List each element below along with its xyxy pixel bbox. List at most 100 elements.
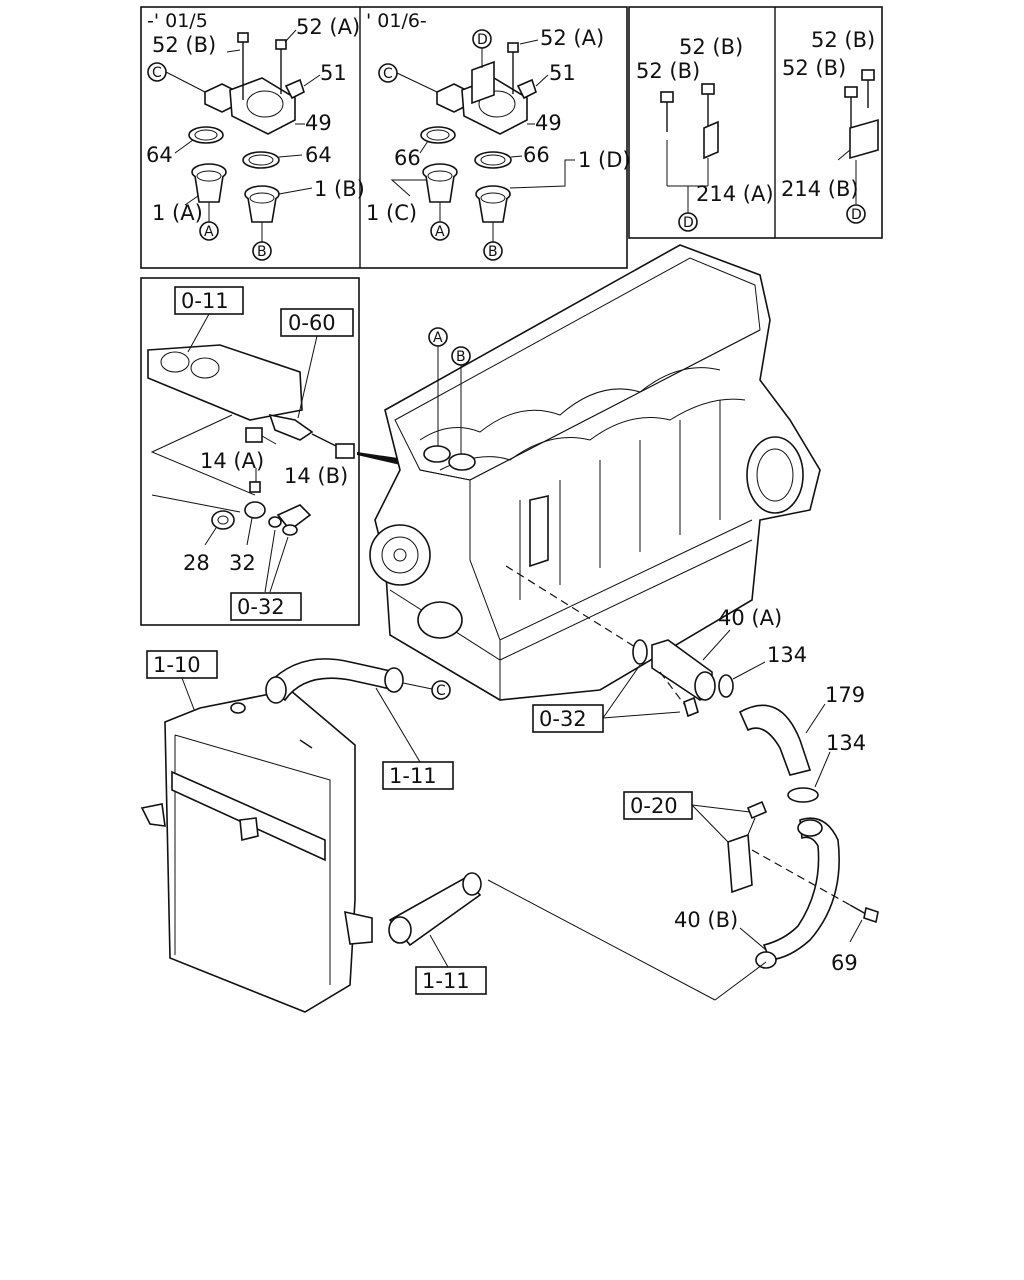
svg-text:A: A bbox=[204, 224, 214, 240]
circle-d-marker-214a: D bbox=[678, 212, 698, 232]
label-64-right: 64 bbox=[305, 143, 332, 167]
label-52b-r4: 52 (B) bbox=[782, 56, 846, 80]
thermostat-housing-drawing-late bbox=[396, 39, 549, 135]
engine-block bbox=[369, 244, 821, 701]
thermostat-1b bbox=[244, 185, 313, 242]
thermostat-1c bbox=[390, 163, 458, 222]
upper-radiator-hose bbox=[265, 658, 433, 763]
label-66-right: 66 bbox=[523, 143, 550, 167]
circle-d-marker-late: D bbox=[472, 29, 492, 49]
svg-text:C: C bbox=[383, 66, 393, 82]
water-outlet-40a bbox=[505, 565, 731, 718]
bolt-69 bbox=[849, 904, 879, 943]
banjo-bolt bbox=[268, 504, 312, 536]
svg-text:0-20: 0-20 bbox=[630, 794, 678, 818]
svg-text:D: D bbox=[683, 215, 694, 231]
label-66-left: 66 bbox=[394, 146, 421, 170]
label-134-upper: 134 bbox=[767, 643, 807, 667]
label-52a: 52 (A) bbox=[296, 15, 360, 39]
hose-179 bbox=[738, 703, 826, 776]
svg-text:0-11: 0-11 bbox=[181, 289, 229, 313]
plug-14a bbox=[249, 481, 261, 493]
inset-bracket-frame bbox=[628, 6, 883, 239]
label-52b-r3: 52 (B) bbox=[811, 28, 875, 52]
svg-text:1-10: 1-10 bbox=[153, 653, 201, 677]
clamp-134-upper bbox=[718, 661, 766, 698]
leader-28 bbox=[151, 494, 241, 513]
circle-b-marker: B bbox=[252, 241, 272, 261]
svg-text:C: C bbox=[436, 683, 446, 699]
inset-thermostat-panels: -' 01/5 52 (A) 52 (B) 51 49 64 64 1 (B) … bbox=[140, 6, 631, 269]
label-40a: 40 (A) bbox=[718, 606, 782, 630]
circle-d-marker-214b: D bbox=[846, 204, 866, 224]
label-1d: 1 (D) bbox=[578, 148, 631, 172]
clamp-134-lower bbox=[787, 751, 831, 803]
label-134-lower: 134 bbox=[826, 731, 866, 755]
svg-text:D: D bbox=[851, 207, 862, 223]
svg-text:0-60: 0-60 bbox=[288, 311, 336, 335]
bolt-pair-214a bbox=[660, 83, 719, 213]
ref-box-0-20: 0-20 bbox=[623, 791, 751, 843]
svg-text:D: D bbox=[477, 32, 488, 48]
circle-a-marker-late: A bbox=[430, 221, 450, 241]
svg-text:B: B bbox=[488, 244, 498, 260]
label-28: 28 bbox=[183, 551, 210, 575]
radiator bbox=[140, 689, 373, 1013]
label-32: 32 bbox=[229, 551, 256, 575]
ref-box-1-11-lower: 1-11 bbox=[415, 966, 487, 995]
range-label-early: -' 01/5 bbox=[147, 10, 208, 32]
circle-a-marker-engine: A bbox=[428, 327, 448, 446]
label-51-late: 51 bbox=[549, 61, 576, 85]
inset-sensor-panel: 0-11 0-60 0-32 14 (A) 14 (B) bbox=[140, 277, 360, 626]
ref-box-0-11: 0-11 bbox=[174, 286, 244, 315]
label-52a-late: 52 (A) bbox=[540, 26, 604, 50]
circle-c-marker-hose: C bbox=[431, 680, 451, 700]
svg-text:C: C bbox=[152, 65, 162, 81]
svg-text:B: B bbox=[456, 349, 466, 365]
thermostat-1a bbox=[184, 163, 227, 222]
gasket-64-right bbox=[242, 151, 303, 169]
manifold-fragment bbox=[147, 344, 303, 421]
svg-text:0-32: 0-32 bbox=[237, 595, 285, 619]
svg-text:A: A bbox=[435, 224, 445, 240]
leader-14 bbox=[150, 414, 256, 496]
svg-text:1-11: 1-11 bbox=[389, 764, 437, 788]
circle-c-marker-late: C bbox=[378, 63, 398, 83]
label-1a: 1 (A) bbox=[152, 201, 203, 225]
label-52b: 52 (B) bbox=[152, 33, 216, 57]
svg-text:B: B bbox=[257, 244, 267, 260]
ref-box-0-32-inset: 0-32 bbox=[230, 592, 302, 621]
svg-text:1-11: 1-11 bbox=[422, 969, 470, 993]
circle-b-marker-late: B bbox=[483, 241, 503, 261]
label-214b: 214 (B) bbox=[781, 177, 859, 201]
label-1b: 1 (B) bbox=[314, 177, 365, 201]
label-64-left: 64 bbox=[146, 143, 173, 167]
label-52b-r2: 52 (B) bbox=[636, 59, 700, 83]
ref-box-0-32: 0-32 bbox=[532, 664, 681, 733]
gasket-64-left bbox=[174, 126, 224, 154]
ref-box-1-11-upper: 1-11 bbox=[382, 761, 454, 790]
label-14a: 14 (A) bbox=[200, 449, 264, 473]
circle-a-marker: A bbox=[199, 221, 219, 241]
range-label-late: ' 01/6- bbox=[366, 10, 427, 32]
gasket-66-right bbox=[474, 151, 523, 169]
label-69: 69 bbox=[831, 951, 858, 975]
gasket-66-left bbox=[419, 126, 456, 154]
bracket-0-20 bbox=[727, 800, 768, 894]
label-214a: 214 (A) bbox=[696, 182, 774, 206]
label-179: 179 bbox=[825, 683, 865, 707]
circle-c-marker: C bbox=[147, 62, 167, 82]
label-40b: 40 (B) bbox=[674, 908, 738, 932]
label-49-late: 49 bbox=[535, 111, 562, 135]
sensor-14b bbox=[268, 413, 355, 459]
label-1c: 1 (C) bbox=[366, 201, 417, 225]
sensor-14a bbox=[245, 427, 277, 445]
nut-28 bbox=[204, 510, 235, 546]
label-52b-r1: 52 (B) bbox=[679, 35, 743, 59]
svg-text:A: A bbox=[433, 330, 443, 346]
pipe-40b bbox=[739, 817, 851, 969]
label-14b: 14 (B) bbox=[284, 464, 348, 488]
inset-bracket-panels: 52 (B) 52 (B) 214 (A) D 52 (B) 52 (B) 21… bbox=[628, 6, 883, 239]
